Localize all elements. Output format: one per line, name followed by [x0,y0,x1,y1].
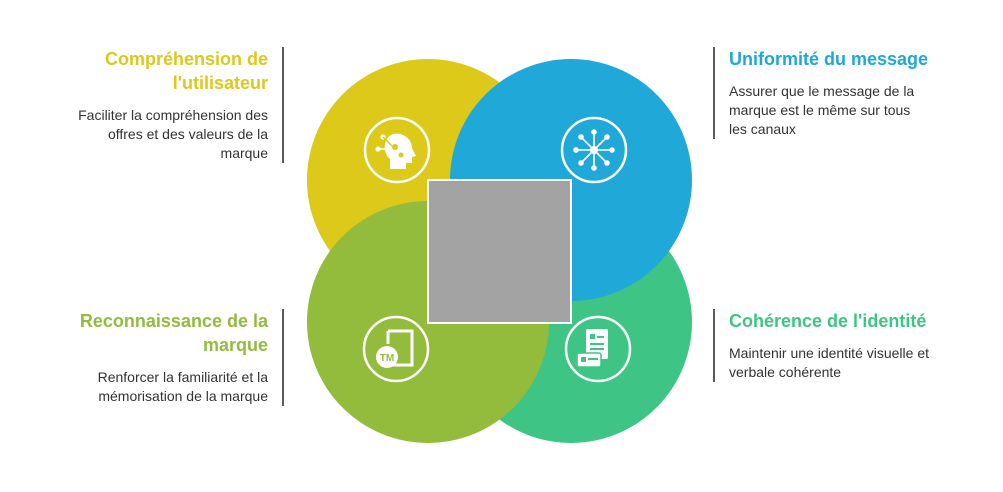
text-block-br: Cohérence de l'identité Maintenir une id… [713,309,929,382]
text-block-tl: Compréhension de l'utilisateur Faciliter… [68,47,284,163]
head-with-gears-icon [363,116,431,184]
title-tr: Uniformité du message [729,49,929,69]
description-tr: Assurer que le message de la marque est … [729,83,915,137]
trademark-document-icon: TM [362,315,430,383]
description-bl: Renforcer la familiarité et la mémorisat… [97,369,268,404]
text-block-tr: Uniformité du message Assurer que le mes… [713,47,929,139]
description-tl: Faciliter la compréhension des offres et… [78,107,268,161]
description-br: Maintenir une identité visuelle et verba… [729,345,930,380]
network-hub-icon [560,116,628,184]
title-bl: Reconnaissance de la marque [79,311,268,355]
title-br: Cohérence de l'identité [729,311,927,331]
text-block-bl: Reconnaissance de la marque Renforcer la… [58,309,284,406]
title-tl: Compréhension de l'utilisateur [104,49,268,93]
tm-mark: TM [380,353,394,364]
center-square [427,179,572,324]
id-documents-icon [564,315,632,383]
